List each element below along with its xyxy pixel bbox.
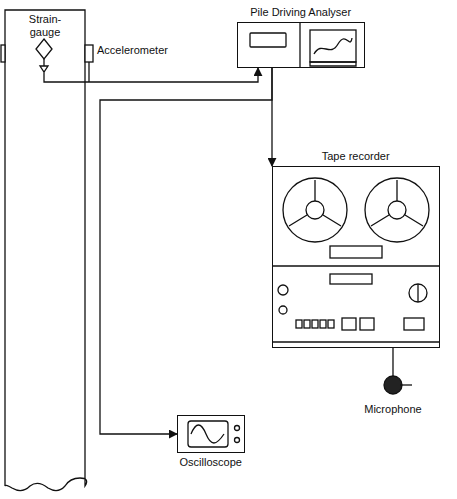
gauge-lead (40, 59, 85, 82)
scope-knob (235, 438, 240, 443)
deck-button (304, 320, 310, 328)
control-knob (409, 284, 427, 302)
switch (404, 318, 424, 330)
jack-socket (279, 306, 287, 314)
strain-gauge-symbol (36, 39, 52, 59)
pile: Strain- gauge (5, 10, 85, 486)
node-heading: Tape recorder (322, 150, 390, 163)
jack-socket (278, 285, 288, 295)
accelerometer-block (85, 45, 93, 62)
part-label: Accelerometer (97, 44, 168, 56)
scope-knob (235, 426, 240, 431)
knob-mark (417, 284, 418, 302)
deck-base (272, 341, 440, 342)
counter (330, 274, 372, 284)
node-heading: Pile Driving Analyser (250, 6, 351, 19)
microphone-head (384, 376, 402, 394)
accelerometer-lead (88, 62, 89, 82)
tape-recorder-box: Tape recorder (272, 166, 440, 348)
deck-divider (272, 265, 440, 266)
display-window (250, 33, 286, 47)
node-heading: Oscilloscope (180, 456, 242, 469)
button-row (296, 320, 334, 328)
microphone-handle (400, 384, 412, 385)
chart-trace (314, 38, 352, 54)
deck-button (320, 320, 326, 328)
meter (360, 318, 374, 330)
clamp-block (1, 45, 5, 62)
paper-roll (310, 62, 356, 66)
signal-wire (100, 68, 272, 434)
reel-spokes (289, 180, 423, 226)
meter (342, 318, 356, 330)
pile-outline (5, 10, 87, 491)
deck-button (296, 320, 302, 328)
chart-recorder (310, 30, 356, 62)
part-label: Strain- gauge (23, 13, 67, 38)
signal-wire (85, 68, 258, 82)
oscilloscope-box: Oscilloscope (177, 415, 245, 453)
deck-button (312, 320, 318, 328)
analyser-box: Pile Driving Analyser (237, 22, 365, 68)
microphone: Microphone (361, 376, 424, 416)
signal-wire (392, 348, 393, 376)
tape-heads (330, 246, 382, 258)
node-heading: Microphone (364, 403, 421, 416)
reel-hub (306, 201, 324, 219)
scope-screen (188, 421, 228, 447)
reel-hub (388, 201, 406, 219)
panel-divider (299, 22, 300, 68)
deck-button (328, 320, 334, 328)
scope-trace (191, 425, 224, 443)
